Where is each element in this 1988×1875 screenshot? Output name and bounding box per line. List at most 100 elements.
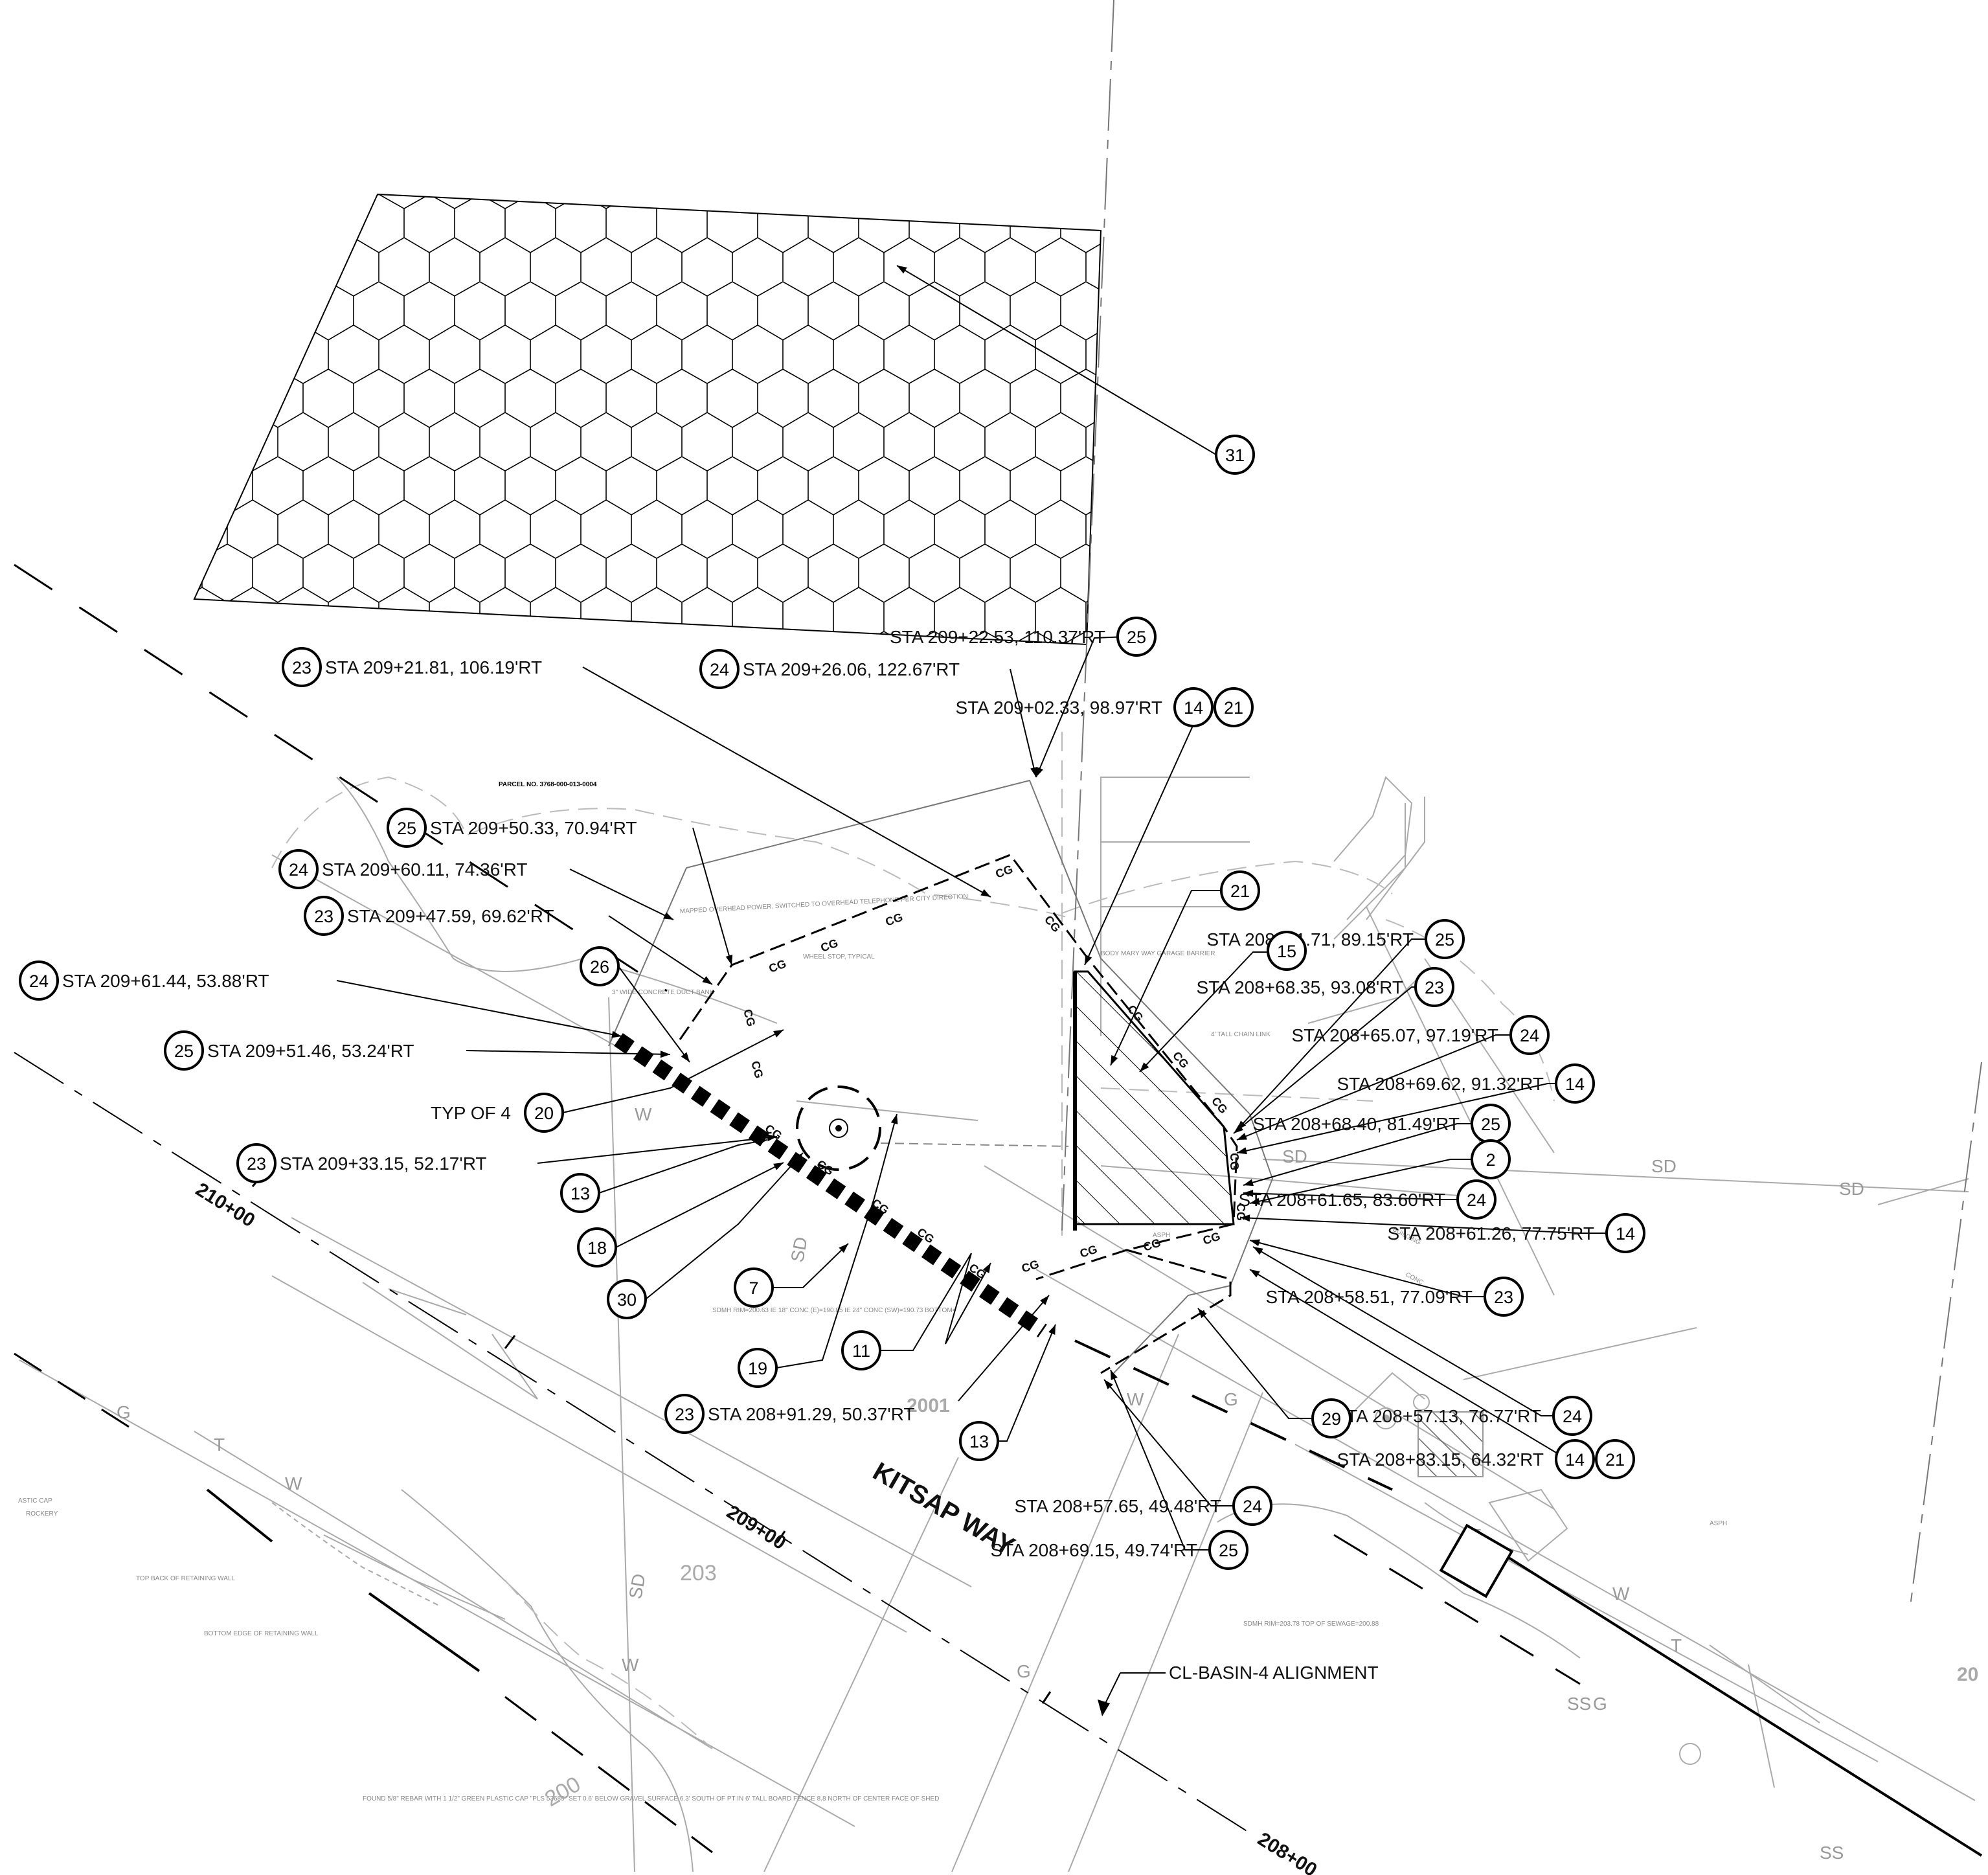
retaining-top-note: TOP BACK OF RETAINING WALL <box>136 1575 235 1582</box>
leader-arrow <box>980 889 991 897</box>
leader-arrow <box>611 1030 622 1038</box>
leader-line <box>880 1253 991 1351</box>
svg-text:14: 14 <box>1616 1224 1635 1244</box>
leader-line <box>1084 707 1224 966</box>
leader-line <box>1233 986 1421 1134</box>
leader-arrow <box>793 1153 803 1163</box>
w-mark-2: W <box>1127 1389 1144 1409</box>
chain-link-note: 4' TALL CHAIN LINK <box>1211 1031 1271 1038</box>
leader-line <box>598 1139 768 1194</box>
station-callout-text: STA 208+69.62, 91.32'RT <box>1337 1074 1544 1094</box>
asph-note-1: ASPH <box>1153 1232 1170 1239</box>
svg-text:23: 23 <box>1494 1288 1513 1307</box>
svg-text:25: 25 <box>1481 1115 1500 1134</box>
leader-arrow <box>1243 1179 1254 1187</box>
leader-arrow <box>1250 1239 1260 1247</box>
key-note-bubble: 2 <box>1471 1139 1511 1179</box>
wheel-stop-note: WHEEL STOP, TYPICAL <box>803 953 875 960</box>
leader-arrow <box>757 1138 767 1146</box>
garage-note: BODY MARY WAY GARAGE BARRIER <box>1101 950 1215 957</box>
leader-arrow <box>702 976 712 984</box>
leader-line <box>608 915 713 985</box>
leader-line <box>615 1162 784 1248</box>
leader-arrow <box>773 1030 784 1038</box>
station-callout: STA 208+61.65, 83.60'RT 24 <box>1238 1179 1497 1220</box>
leader-line <box>645 1152 804 1300</box>
station-callout: STA 208+65.07, 97.19'RT 24 <box>1291 1015 1550 1055</box>
leader-line <box>896 265 1217 455</box>
key-note-bubble: 24 <box>1456 1179 1497 1220</box>
leader-line <box>692 827 732 966</box>
svg-text:CG: CG <box>1042 913 1063 935</box>
key-note-bubble: 23 <box>1414 967 1454 1007</box>
svg-text:20: 20 <box>534 1104 554 1123</box>
overhead-note: MAPPED OVERHEAD POWER. SWITCHED TO OVERH… <box>680 893 968 915</box>
key-note-bubble: 24 <box>278 849 319 889</box>
key-note-bubble: 25 <box>1208 1530 1248 1570</box>
g-mark-1: G <box>117 1402 131 1422</box>
svg-text:13: 13 <box>570 1184 590 1203</box>
asph-note-2: ASPH <box>1710 1520 1727 1527</box>
svg-text:23: 23 <box>292 658 311 677</box>
station-callout-text: STA 208+65.07, 97.19'RT <box>1291 1025 1498 1045</box>
key-note-bubble: 24 <box>1509 1015 1550 1055</box>
structure-box <box>1439 1523 1514 1598</box>
leader-line <box>773 1243 849 1288</box>
w-mark-1: W <box>635 1104 652 1124</box>
key-note-bubble: 25 <box>1425 919 1465 959</box>
station-callout-text: STA 208+61.65, 83.60'RT <box>1238 1190 1445 1210</box>
key-note-bubble: 18 <box>577 1227 617 1267</box>
sd-mark-2: SD <box>1651 1156 1677 1176</box>
leader-line <box>466 1050 671 1055</box>
svg-text:21: 21 <box>1224 698 1243 718</box>
leader-line <box>1110 1369 1217 1551</box>
retaining-bottom-note: BOTTOM EDGE OF RETAINING WALL <box>204 1630 319 1637</box>
sdmh-note-2: SDMH RIM=203.78 TOP OF SEWAGE=200.88 <box>1243 1620 1379 1628</box>
key-note-bubble: 19 <box>738 1348 778 1388</box>
leader-line <box>1110 890 1221 1066</box>
station-callout-text: STA 208+57.65, 49.48'RT <box>1014 1496 1221 1516</box>
svg-text:CG: CG <box>1020 1257 1041 1275</box>
key-note-bubble: 25 <box>1116 617 1157 657</box>
leader-arrow <box>1240 1214 1250 1222</box>
station-callout-text: STA 209+50.33, 70.94'RT <box>430 818 637 838</box>
station-callout-text: STA 209+26.06, 122.67'RT <box>743 659 960 679</box>
leader-line <box>569 869 674 920</box>
w-mark-4: W <box>285 1473 302 1494</box>
svg-text:29: 29 <box>1322 1409 1341 1429</box>
leader-arrow <box>773 1163 784 1170</box>
svg-text:CG: CG <box>763 1122 785 1142</box>
svg-text:23: 23 <box>314 907 333 926</box>
svg-text:25: 25 <box>397 819 416 838</box>
leader-arrow <box>1048 1324 1056 1335</box>
contour-203: 203 <box>680 1561 717 1585</box>
rockery-note: ROCKERY <box>26 1510 58 1517</box>
key-note-bubble: 24 <box>19 960 59 1001</box>
leader-arrow <box>1250 1269 1260 1278</box>
key-note-bubble: 25 <box>1471 1104 1511 1144</box>
ss-mark-2: SS <box>1820 1843 1844 1863</box>
leader-arrow <box>897 266 907 274</box>
edge-20: 20 <box>1957 1664 1978 1685</box>
key-note-bubble: 23 <box>304 896 344 936</box>
station-callout-text: STA 209+61.44, 53.88'RT <box>62 971 269 991</box>
svg-text:CG: CG <box>1201 1229 1222 1247</box>
key-note-bubble: 21 <box>1214 687 1254 727</box>
key-note-bubble: 14 <box>1555 1063 1595 1104</box>
station-callout: STA 208+69.62, 91.32'RT 14 <box>1337 1063 1595 1104</box>
leader-line <box>1239 1217 1616 1234</box>
key-note-bubble: 21 <box>1595 1439 1635 1479</box>
contour-200: 200 <box>541 1772 585 1812</box>
leader-line <box>618 966 690 1063</box>
key-note-bubble: 14 <box>1605 1213 1645 1253</box>
key-note-bubble: 14 <box>1555 1439 1595 1479</box>
leader-line <box>1035 636 1127 778</box>
sd-mark-4: SD <box>625 1572 649 1600</box>
